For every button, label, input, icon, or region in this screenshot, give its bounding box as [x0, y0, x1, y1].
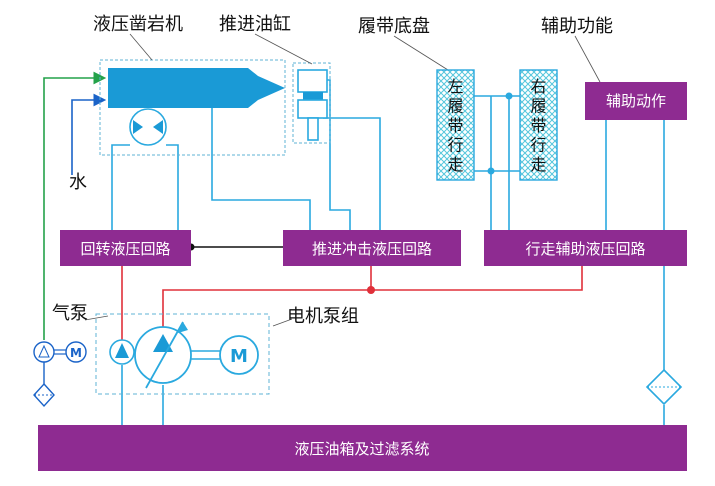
- aux-function-label: 辅助功能: [541, 16, 613, 37]
- aux-action-text: 辅助动作: [606, 92, 666, 110]
- travel-aux-circuit-box: [484, 230, 687, 266]
- left-track-box: [436, 69, 475, 181]
- feed-cylinder-label: 推进油缸: [219, 13, 291, 35]
- main-motor-letter: M: [230, 346, 248, 367]
- junction-dot-red: [367, 286, 375, 294]
- rock-drill-group: [99, 59, 286, 156]
- aux-action-box: [585, 82, 687, 120]
- feed-cylinder-group: [292, 62, 331, 144]
- track-chassis-label: 履带底盘: [358, 16, 430, 37]
- leader-lines: [84, 33, 601, 327]
- feed-impact-circuit-text: 推进冲击液压回路: [312, 240, 432, 258]
- tank-filter-text: 液压油箱及过滤系统: [294, 440, 429, 458]
- rotation-motor-arrow-left: [133, 120, 143, 134]
- motor-pump-group-label: 电机泵组: [287, 306, 359, 327]
- motor-pump-group: [95, 313, 270, 395]
- water-line: [71, 93, 107, 175]
- travel-aux-circuit-text: 行走辅助液压回路: [525, 240, 645, 258]
- feed-cylinder-symbol: [297, 69, 328, 141]
- water-label: 水: [69, 172, 87, 193]
- air-pump-motor-letter: M: [70, 346, 82, 360]
- filter-symbol: [645, 368, 683, 406]
- left-track-text: 左履带行走: [447, 77, 463, 174]
- rock-drill-label: 液压凿岩机: [93, 14, 183, 35]
- junction-dot-track-bottom: [487, 167, 495, 175]
- right-track-text: 右履带行走: [530, 77, 546, 174]
- rotation-motor-arrow-right: [153, 120, 163, 134]
- air-pump-symbol: [33, 341, 87, 408]
- rotation-motor-symbol: [129, 108, 167, 146]
- air-pump-label: 气泵: [52, 303, 88, 324]
- rock-drill-body: [108, 68, 285, 108]
- rotation-circuit-box: [60, 230, 191, 266]
- air-line: [43, 71, 107, 340]
- feed-impact-circuit-box: [283, 230, 461, 266]
- rotation-circuit-text: 回转液压回路: [80, 240, 170, 258]
- pump-symbols: [109, 321, 259, 389]
- junction-dot-track-top: [505, 92, 513, 100]
- right-track-box: [519, 69, 558, 181]
- tank-filter-box: [38, 425, 687, 471]
- pressure-lines: [121, 266, 583, 340]
